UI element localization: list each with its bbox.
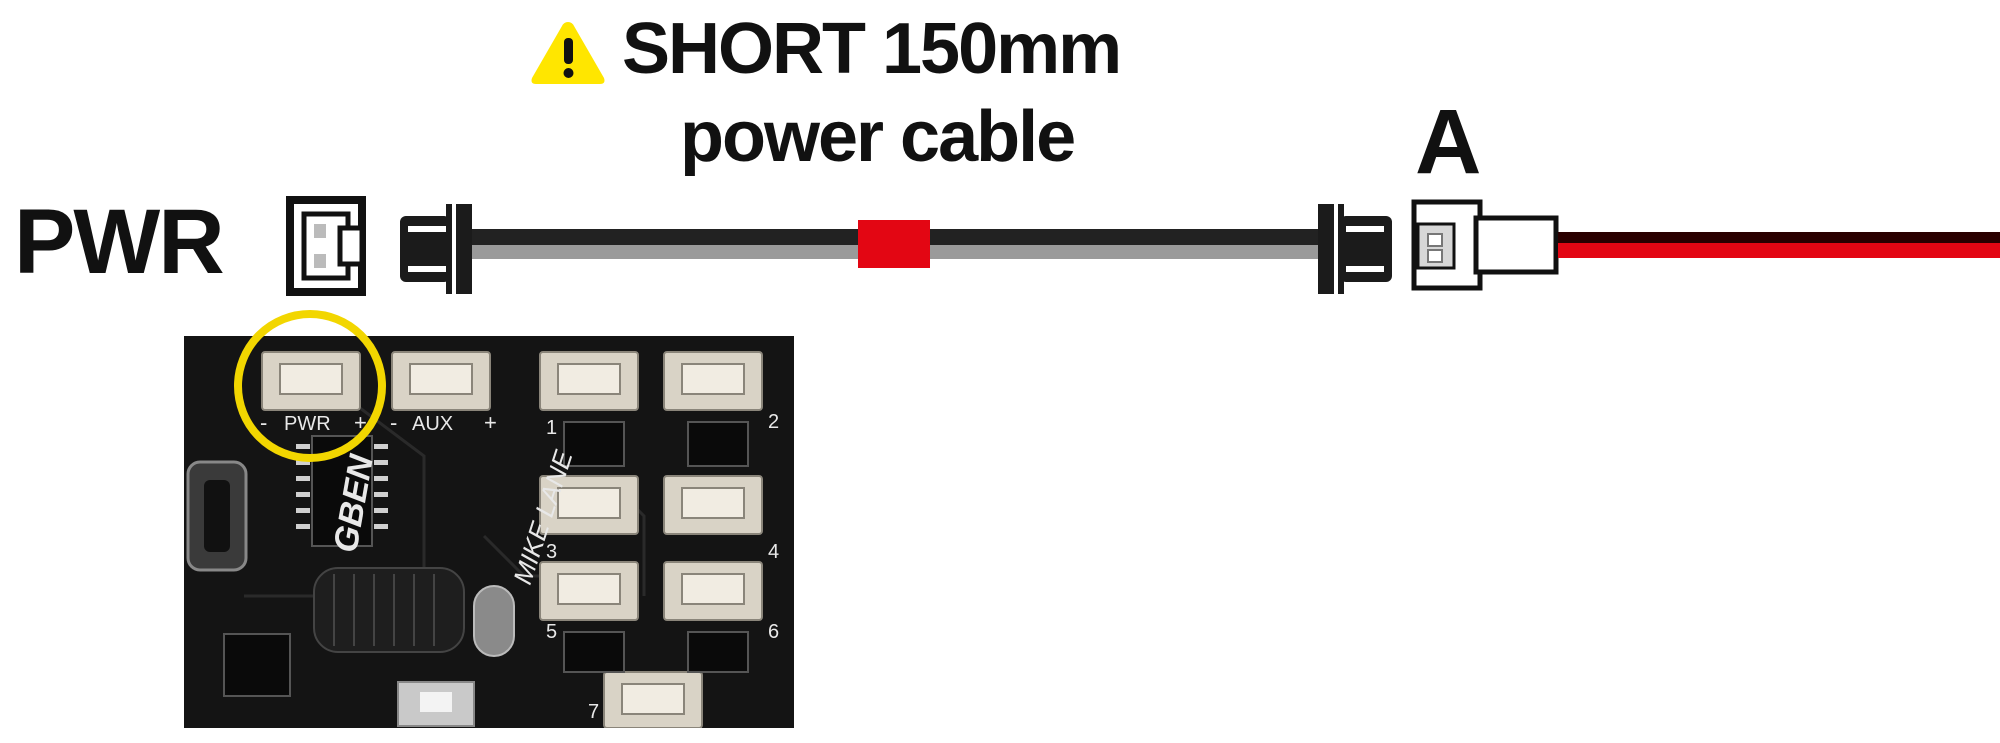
- silk-aux-plus: +: [484, 410, 497, 435]
- heading-line-2: power cable: [680, 97, 1076, 177]
- heading-line-1: SHORT 150mm: [622, 9, 1122, 89]
- silk-aux-minus: -: [390, 410, 397, 435]
- pcb-board: PWR - + AUX - + 1 2 3 4 5 6 7 GBEN MIKE …: [184, 336, 794, 728]
- pwr-highlight-ring: [234, 310, 386, 462]
- silk-port-5: 5: [546, 621, 557, 643]
- port-6: [663, 561, 763, 621]
- aux-port: [391, 351, 491, 411]
- port-2: [663, 351, 763, 411]
- heat-shrink-marker: [858, 220, 930, 268]
- port-5: [539, 561, 639, 621]
- silk-port-7: 7: [588, 701, 599, 723]
- cable-diagram: [286, 196, 2000, 296]
- port-1: [539, 351, 639, 411]
- silk-aux: AUX: [412, 413, 453, 435]
- right-plug-icon: [1318, 204, 1392, 294]
- lead-wires: [1558, 232, 2000, 258]
- silk-pwr: PWR: [284, 413, 331, 435]
- coil-antenna: [313, 567, 465, 653]
- port-4: [663, 475, 763, 535]
- crystal: [473, 585, 515, 657]
- connector-a-icon: [1411, 199, 1559, 291]
- pwr-socket-icon: [286, 196, 366, 296]
- silk-port-6: 6: [768, 621, 779, 643]
- port-3: [539, 475, 639, 535]
- silk-port-2: 2: [768, 411, 779, 433]
- silk-port-4: 4: [768, 541, 779, 563]
- pwr-port: [261, 351, 361, 411]
- silk-port-3: 3: [546, 541, 557, 563]
- connector-pwr-label: PWR: [14, 191, 225, 293]
- power-cable: [472, 220, 1322, 268]
- left-plug-icon: [400, 204, 472, 294]
- port-7: [603, 671, 703, 728]
- pcb-chips: [223, 421, 749, 697]
- warning-triangle-icon: [531, 22, 605, 84]
- pcb-connectors: [261, 351, 763, 728]
- connector-a-label: A: [1415, 91, 1482, 193]
- silk-pwr-minus: -: [260, 410, 267, 435]
- silk-port-1: 1: [546, 417, 557, 439]
